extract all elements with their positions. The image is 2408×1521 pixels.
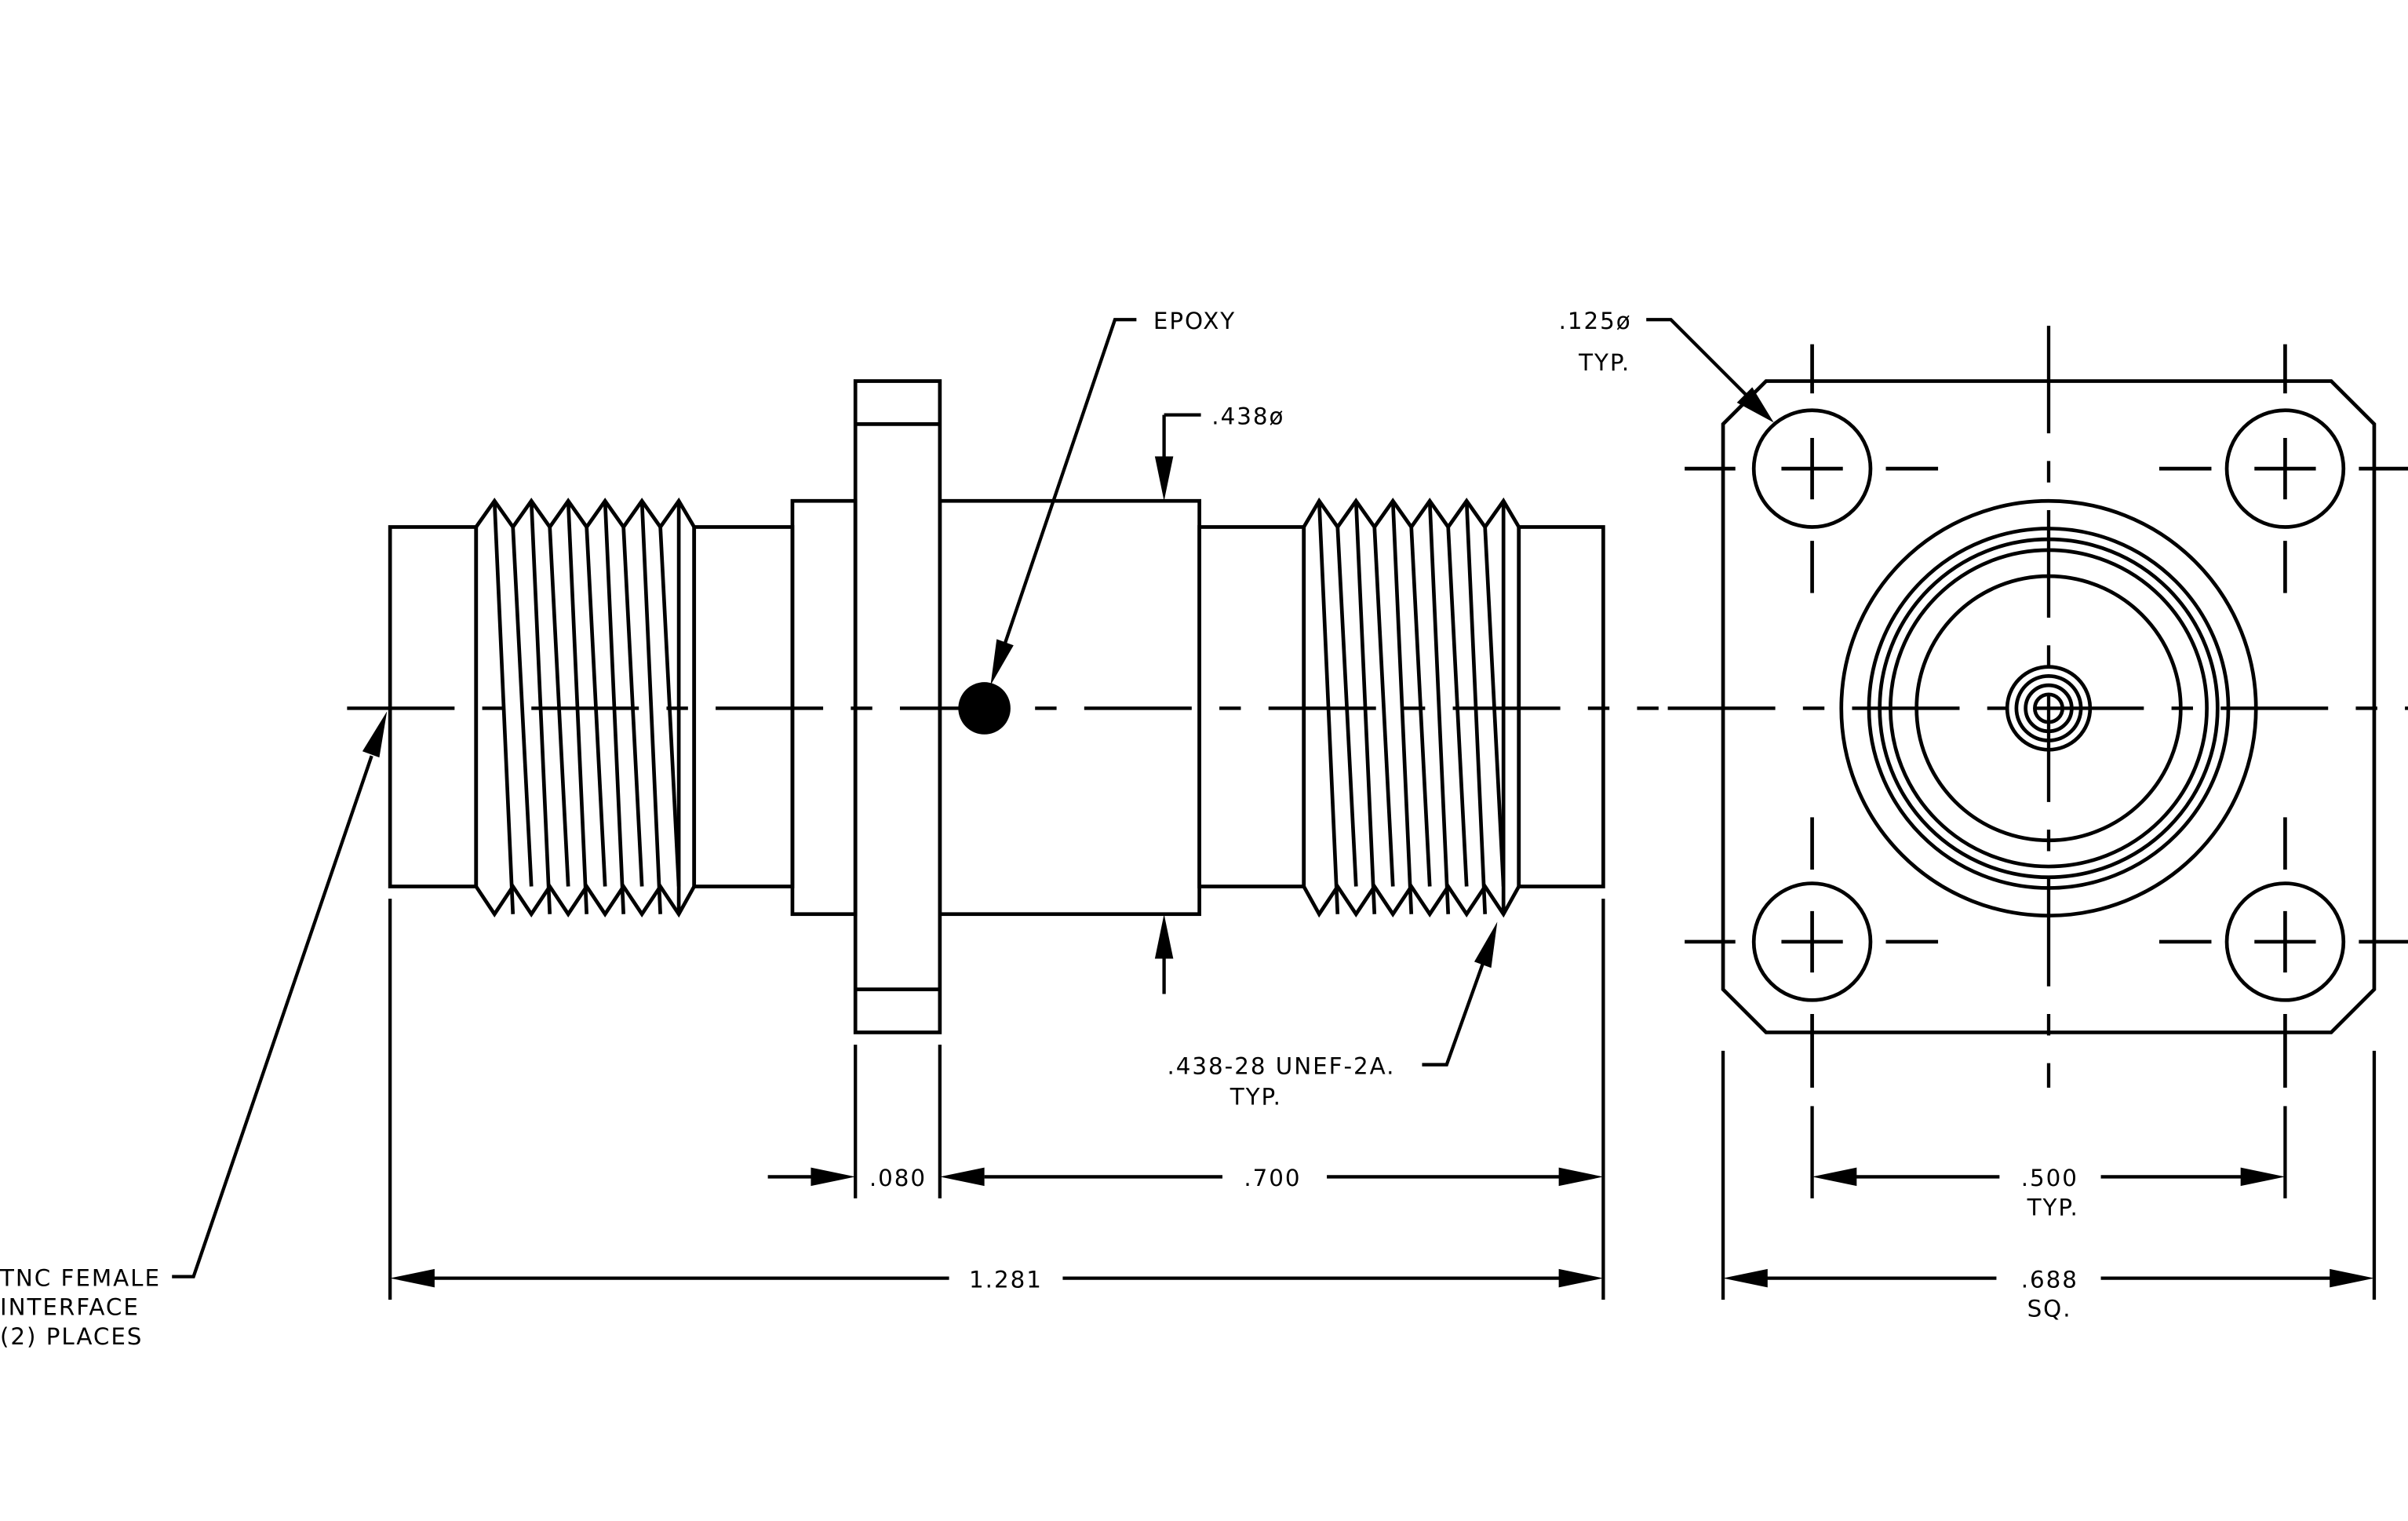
- dimensions: [172, 318, 2377, 1300]
- hole-typ-label: TYP.: [1578, 349, 1630, 376]
- hole-spacing-typ-label: TYP.: [2027, 1194, 2079, 1220]
- mounting-hole-br: [2224, 881, 2346, 1002]
- thread-typ-label: TYP.: [1230, 1083, 1282, 1110]
- flange-size-sq-label: SQ.: [2027, 1296, 2072, 1322]
- interface-label-line3: (2) PLACES: [0, 1323, 143, 1350]
- hole-spacing-label: .500: [2021, 1165, 2078, 1191]
- flange-size-label: .688: [2021, 1266, 2078, 1293]
- interface-label-line2: INTERFACE: [0, 1294, 140, 1321]
- flange-outline: [1721, 379, 2377, 1034]
- thread-label: .438-28 UNEF-2A.: [1168, 1052, 1396, 1079]
- mounting-hole-bl: [1751, 881, 1873, 1002]
- mounting-hole-tl: [1751, 408, 1873, 529]
- interface-label-line1: TNC FEMALE: [0, 1264, 161, 1291]
- side-view: [347, 379, 1659, 1034]
- overall-length-label: 1.281: [969, 1266, 1043, 1293]
- epoxy-label: EPOXY: [1153, 308, 1236, 334]
- annotations: EPOXY .438ø .125ø TYP. .438-28 UNEF-2A. …: [0, 308, 2079, 1350]
- flange-thickness-label: .080: [869, 1165, 927, 1191]
- end-view: [1667, 326, 2408, 1088]
- hole-diameter-label: .125ø: [1559, 308, 1632, 334]
- mounting-hole-tr: [2224, 408, 2346, 529]
- body-diameter-label: .438ø: [1211, 403, 1284, 429]
- body-length-label: .700: [1244, 1165, 1301, 1191]
